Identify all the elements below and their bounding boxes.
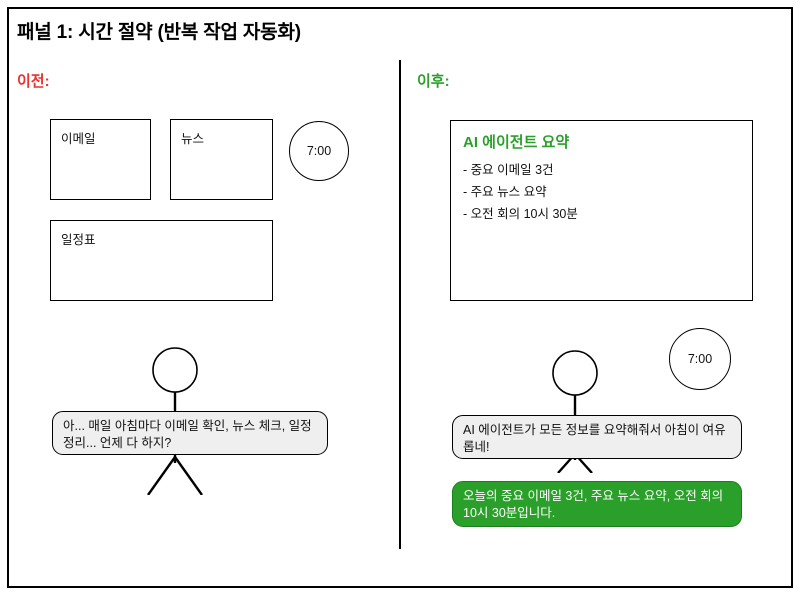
schedule-box: 일정표 bbox=[50, 220, 273, 301]
page-title: 패널 1: 시간 절약 (반복 작업 자동화) bbox=[17, 22, 301, 43]
list-item: - 중요 이메일 3건 bbox=[463, 163, 554, 177]
news-box-label: 뉴스 bbox=[181, 132, 205, 146]
list-item: - 오전 회의 10시 30분 bbox=[463, 207, 578, 221]
ai-summary-card: AI 에이전트 요약 - 중요 이메일 3건 - 주요 뉴스 요약 - 오전 회… bbox=[450, 120, 753, 301]
speech-bubble-agent: 오늘의 중요 이메일 3건, 주요 뉴스 요약, 오전 회의 10시 30분입니… bbox=[452, 481, 742, 527]
ai-summary-list: - 중요 이메일 3건 - 주요 뉴스 요약 - 오전 회의 10시 30분 bbox=[463, 159, 578, 225]
news-box: 뉴스 bbox=[170, 119, 273, 200]
speech-bubble-agent-text: 오늘의 중요 이메일 3건, 주요 뉴스 요약, 오전 회의 10시 30분입니… bbox=[463, 489, 724, 520]
panel-divider bbox=[399, 60, 401, 549]
speech-bubble-user-after-text: AI 에이전트가 모든 정보를 요약해줘서 아침이 여유롭네! bbox=[463, 423, 726, 454]
list-item: - 주요 뉴스 요약 bbox=[463, 185, 547, 199]
email-box: 이메일 bbox=[50, 119, 151, 200]
speech-bubble-before-text: 아... 매일 아침마다 이메일 확인, 뉴스 체크, 일정 정리... 언제 … bbox=[63, 419, 312, 450]
section-label-after: 이후: bbox=[417, 73, 450, 90]
ai-summary-title: AI 에이전트 요약 bbox=[463, 134, 570, 151]
schedule-box-label: 일정표 bbox=[61, 233, 96, 247]
speech-bubble-user-after: AI 에이전트가 모든 정보를 요약해줘서 아침이 여유롭네! bbox=[452, 415, 742, 459]
email-box-label: 이메일 bbox=[61, 132, 96, 146]
section-label-before: 이전: bbox=[17, 73, 50, 90]
clock-icon-after: 7:00 bbox=[669, 328, 731, 390]
clock-time-before: 7:00 bbox=[306, 144, 332, 158]
clock-icon-before: 7:00 bbox=[289, 121, 349, 181]
speech-bubble-before: 아... 매일 아침마다 이메일 확인, 뉴스 체크, 일정 정리... 언제 … bbox=[52, 411, 328, 455]
outer-frame bbox=[7, 7, 793, 588]
clock-time-after: 7:00 bbox=[687, 352, 713, 366]
